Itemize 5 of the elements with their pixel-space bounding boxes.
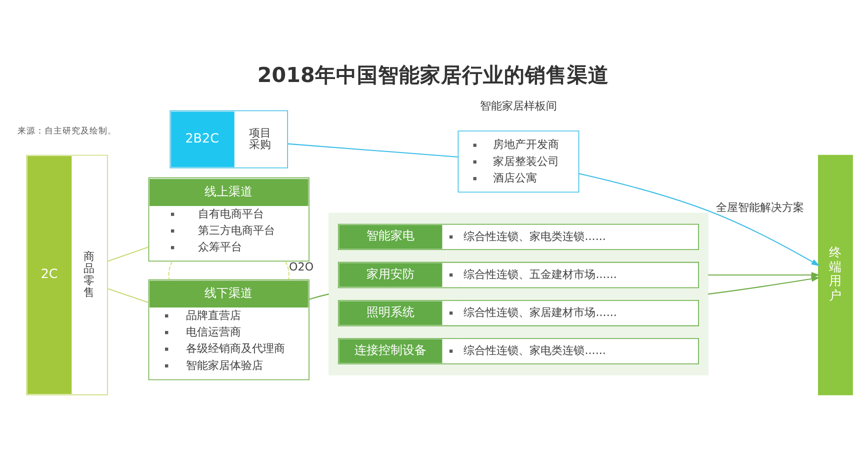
diagram-title: 2018年中国智能家居行业的销售渠道: [257, 62, 609, 87]
edge-label: 全屋智能解决方案: [716, 200, 804, 214]
label: 智能家居样板间: [480, 99, 557, 112]
label: 来源：自主研究及绘制。: [18, 126, 117, 136]
edge-label: O2O: [289, 260, 314, 273]
